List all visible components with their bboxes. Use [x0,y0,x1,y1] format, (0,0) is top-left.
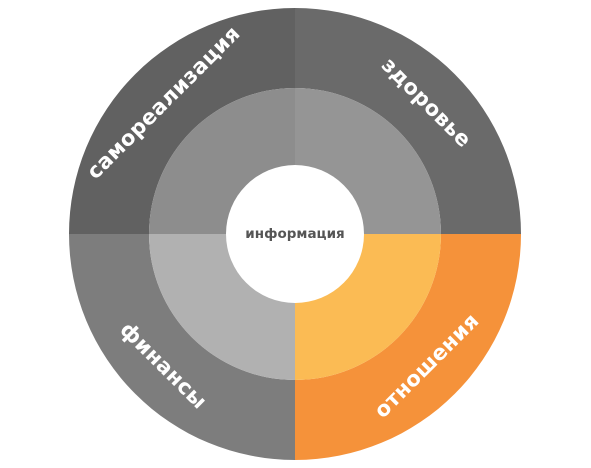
segment-outer-self-realization [69,8,295,234]
segment-outer-health [295,8,521,234]
center-label: информация [245,226,344,242]
segment-outer-relationships [295,234,521,460]
segment-outer-finances [69,234,295,460]
center-circle [226,165,364,303]
